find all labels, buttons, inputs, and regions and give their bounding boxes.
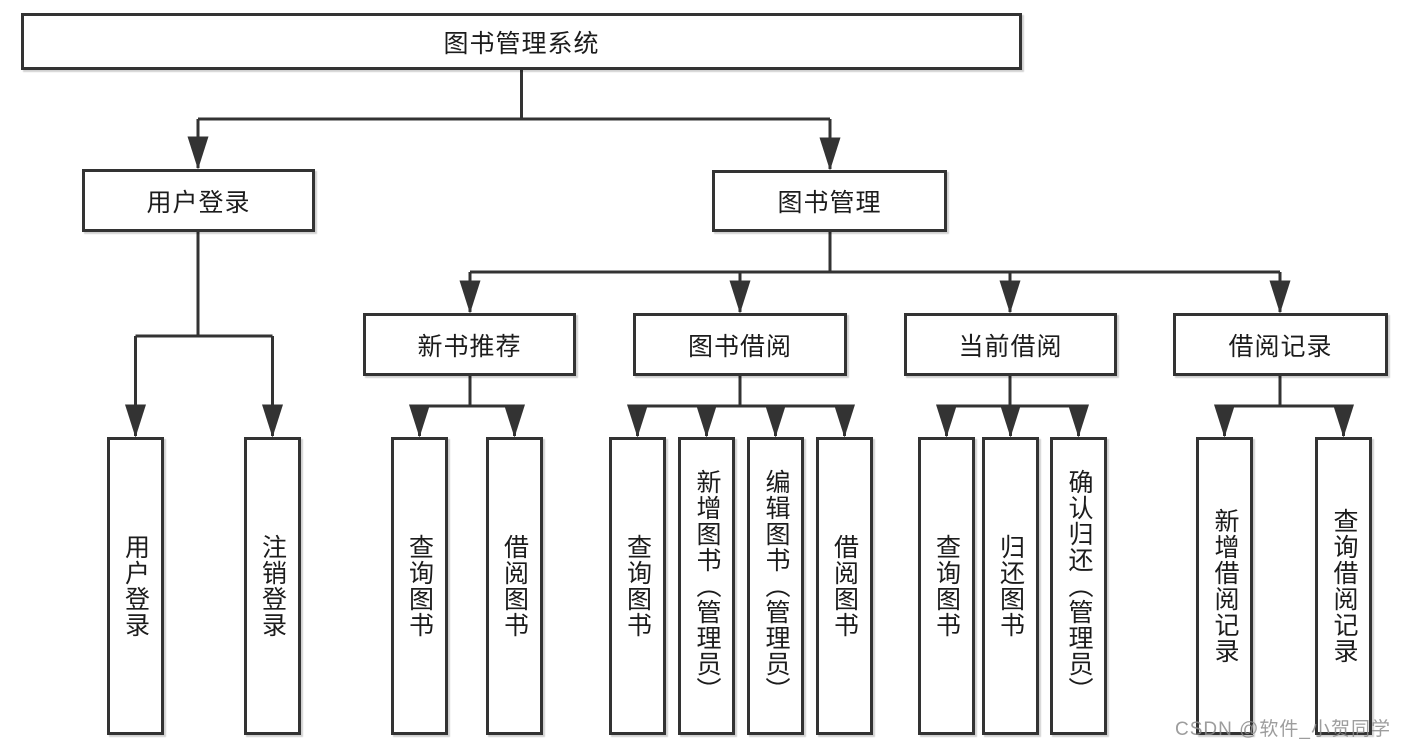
leaf-borrow-books-borrow: 借阅图书 — [816, 437, 873, 735]
node-label: 确认归还（管理员） — [1065, 469, 1093, 703]
node-label: 图书管理系统 — [443, 29, 600, 58]
node-label: 新增借阅记录 — [1211, 508, 1239, 664]
node-label: 用户登录 — [146, 188, 251, 217]
leaf-return-book: 归还图书 — [982, 437, 1039, 735]
node-label: 图书管理 — [777, 189, 882, 217]
leaf-add-book-admin: 新增图书（管理员） — [678, 437, 735, 735]
leaf-user-login: 用户登录 — [107, 437, 164, 735]
node-label: 查询图书 — [405, 534, 434, 638]
connector-user-login — [125, 232, 283, 438]
connector-book-management — [459, 232, 1291, 314]
node-label: 借阅记录 — [1228, 332, 1333, 361]
node-label: 查询图书 — [932, 534, 961, 638]
node-new-book-recommend: 新书推荐 — [363, 313, 576, 376]
csdn-watermark: CSDN @软件_小贺同学 — [1175, 719, 1391, 740]
node-label: 借阅图书 — [830, 534, 859, 638]
node-label: 归还图书 — [996, 534, 1025, 638]
leaf-confirm-return-admin: 确认归还（管理员） — [1050, 437, 1107, 735]
node-borrow-records: 借阅记录 — [1173, 313, 1388, 376]
node-book-management: 图书管理 — [712, 170, 947, 232]
connector-borrow-records — [1214, 376, 1354, 438]
leaf-borrow-books-recommend: 借阅图书 — [486, 437, 543, 735]
node-library-management-system: 图书管理系统 — [21, 13, 1022, 70]
node-label: 用户登录 — [121, 534, 150, 638]
node-label: 查询图书 — [623, 534, 652, 638]
leaf-edit-book-admin: 编辑图书（管理员） — [747, 437, 804, 735]
leaf-query-books-borrow: 查询图书 — [609, 437, 666, 735]
node-label: 查询借阅记录 — [1330, 508, 1358, 664]
connector-book-borrow — [627, 376, 855, 438]
node-user-login: 用户登录 — [82, 169, 315, 232]
node-label: 编辑图书（管理员） — [762, 469, 790, 703]
connector-current-borrow — [936, 376, 1089, 438]
node-label: 注销登录 — [258, 534, 287, 638]
leaf-query-books-current: 查询图书 — [918, 437, 975, 735]
connector-root — [187, 70, 841, 171]
leaf-query-books-recommend: 查询图书 — [391, 437, 448, 735]
node-label: 当前借阅 — [958, 332, 1063, 361]
node-label: 图书借阅 — [687, 332, 792, 361]
node-current-borrow: 当前借阅 — [904, 313, 1117, 376]
node-label: 借阅图书 — [500, 534, 529, 638]
leaf-logout: 注销登录 — [244, 437, 301, 735]
node-book-borrow: 图书借阅 — [633, 313, 847, 376]
connector-new-book-recommend — [409, 376, 525, 438]
leaf-add-borrow-record: 新增借阅记录 — [1196, 437, 1253, 735]
leaf-query-borrow-record: 查询借阅记录 — [1315, 437, 1372, 735]
node-label: 新书推荐 — [417, 332, 522, 361]
node-label: 新增图书（管理员） — [693, 469, 721, 703]
